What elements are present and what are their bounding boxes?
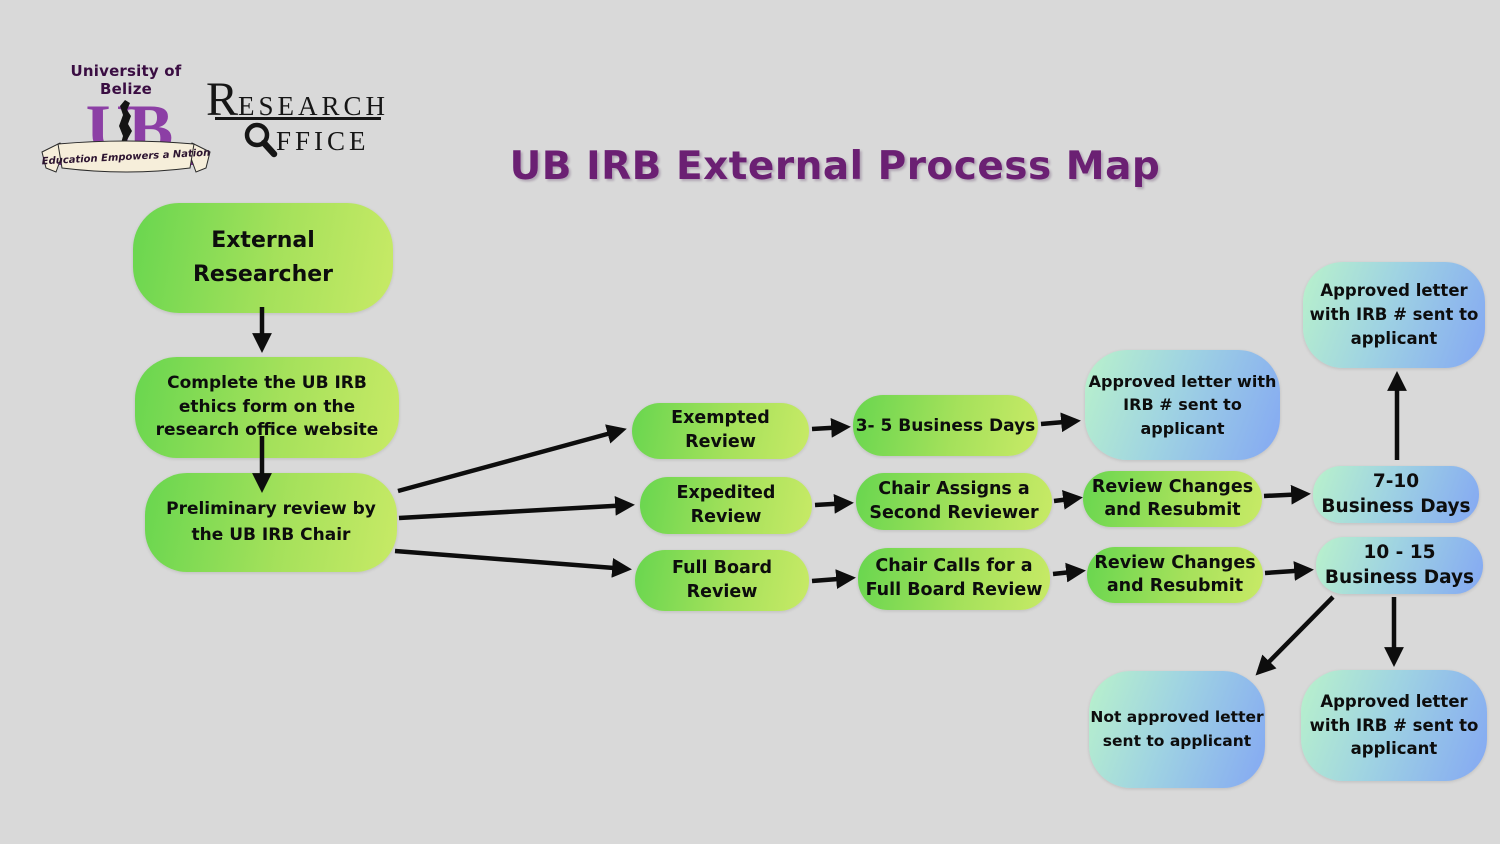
node-label: Complete the UB IRB ethics form on the r… [155,372,379,441]
node-exempted-review: Exempted Review [632,403,809,459]
logo-divider-line [215,117,381,120]
research-word: RESEARCH [206,76,391,124]
university-name-text: University of Belize [70,62,182,98]
research-office-logo: RESEARCH FFICE [206,76,391,160]
node-approved-letter-exempted: Approved letter with IRB # sent to appli… [1085,350,1280,460]
arrow-exempted-to-3-5-days [811,417,851,438]
node-preliminary-review: Preliminary review by the UB IRB Chair [145,473,397,572]
node-label: Approved letter with IRB # sent to appli… [1088,372,1277,438]
university-of-belize-logo: University of Belize UB Education Empowe… [41,62,211,173]
node-label: External Researcher [192,227,334,287]
research-initial: R [206,73,239,126]
node-full-board-review: Full Board Review [635,550,809,611]
node-approved-letter-bottom: Approved letter with IRB # sent to appli… [1301,670,1487,781]
node-3-5-business-days: 3- 5 Business Days [853,395,1038,456]
node-not-approved-letter: Not approved letter sent to applicant [1089,671,1265,788]
office-word: FFICE [244,122,391,160]
node-label: 10 - 15 Business Days [1324,541,1475,588]
node-label: Approved letter with IRB # sent to appli… [1309,691,1479,759]
node-review-changes-fullboard: Review Changes and Resubmit [1087,547,1263,603]
node-label: Chair Assigns a Second Reviewer [869,478,1039,523]
arrow-review-changes-to-10-15-days [1264,561,1314,581]
arrow-10-15-days-to-not-approved [1255,595,1335,676]
arrow-chair-assigns-to-review-changes [1053,490,1083,510]
node-chair-calls-full-board-review: Chair Calls for a Full Board Review [858,548,1050,610]
node-label: Full Board Review [672,557,772,602]
node-label: Review Changes and Resubmit [1091,477,1254,520]
node-10-15-business-days: 10 - 15 Business Days [1316,537,1483,594]
arrow-preliminary-to-exempted [397,424,627,494]
node-external-researcher: External Researcher [133,203,393,313]
node-label: Preliminary review by the UB IRB Chair [166,499,376,545]
node-7-10-business-days: 7-10 Business Days [1313,466,1479,523]
arrow-fullboard-to-chair-calls [811,569,856,590]
node-chair-assigns-second-reviewer: Chair Assigns a Second Reviewer [856,473,1052,530]
node-review-changes-expedited: Review Changes and Resubmit [1083,471,1262,527]
education-ribbon: Education Empowers a Nation [41,140,211,173]
arrow-3-5-days-to-approved [1040,412,1081,433]
node-label: Review Changes and Resubmit [1094,553,1256,596]
arrow-preliminary-to-expedited [398,495,635,521]
node-label: 3- 5 Business Days [855,415,1036,436]
arrow-preliminary-to-fullboard [394,548,632,578]
research-rest: ESEARCH [238,91,390,121]
node-approved-letter-top: Approved letter with IRB # sent to appli… [1303,262,1485,368]
node-label: Expedited Review [676,482,776,527]
node-label: Chair Calls for a Full Board Review [865,556,1043,600]
node-complete-form: Complete the UB IRB ethics form on the r… [135,357,399,458]
node-label: 7-10 Business Days [1321,470,1471,517]
magnifier-icon [244,122,278,158]
arrow-chair-calls-to-review-changes [1052,562,1086,583]
page-title: UB IRB External Process Map [509,144,1161,189]
node-label: Exempted Review [671,408,770,452]
node-expedited-review: Expedited Review [640,477,812,534]
node-label: Approved letter with IRB # sent to appli… [1309,281,1479,348]
arrow-expedited-to-chair-assigns [814,493,854,514]
office-rest: FFICE [276,125,370,156]
arrow-review-changes-to-7-10-days [1263,484,1311,505]
node-label: Not approved letter sent to applicant [1090,708,1264,750]
